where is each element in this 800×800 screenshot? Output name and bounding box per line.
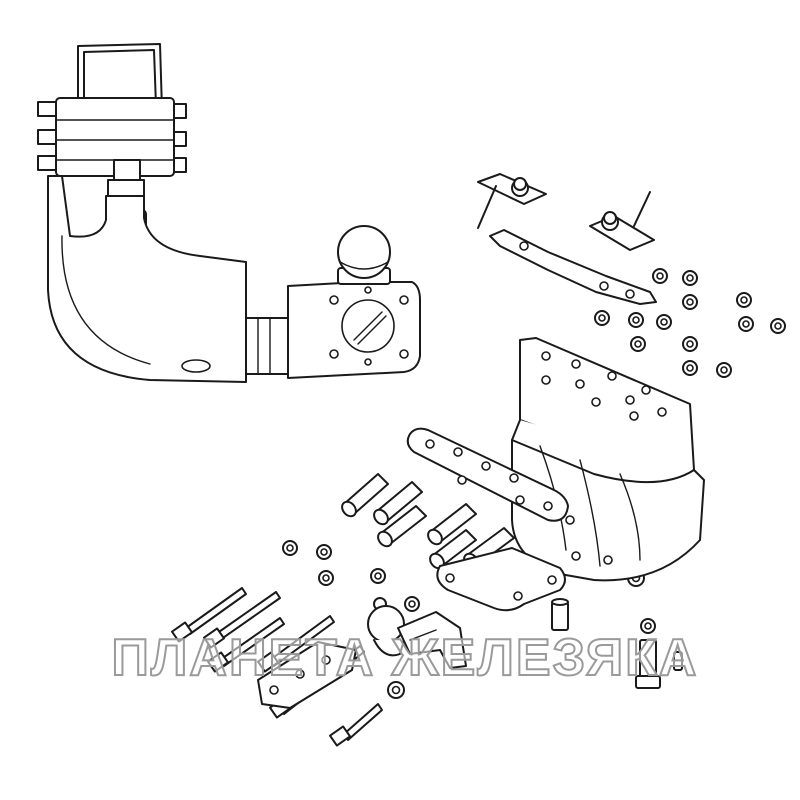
sensor-brackets xyxy=(477,173,657,305)
nuts-and-washers xyxy=(282,268,786,699)
tow-ball-2 xyxy=(367,597,467,669)
spacer-plate xyxy=(406,427,569,522)
pins xyxy=(551,598,683,689)
assembled-towbar xyxy=(37,43,421,383)
watermark-text: ПЛАНЕТА ЖЕЛЕЗЯКА xyxy=(111,628,699,688)
lower-plate xyxy=(436,547,566,612)
small-plate xyxy=(257,641,357,709)
main-bracket xyxy=(511,337,705,582)
